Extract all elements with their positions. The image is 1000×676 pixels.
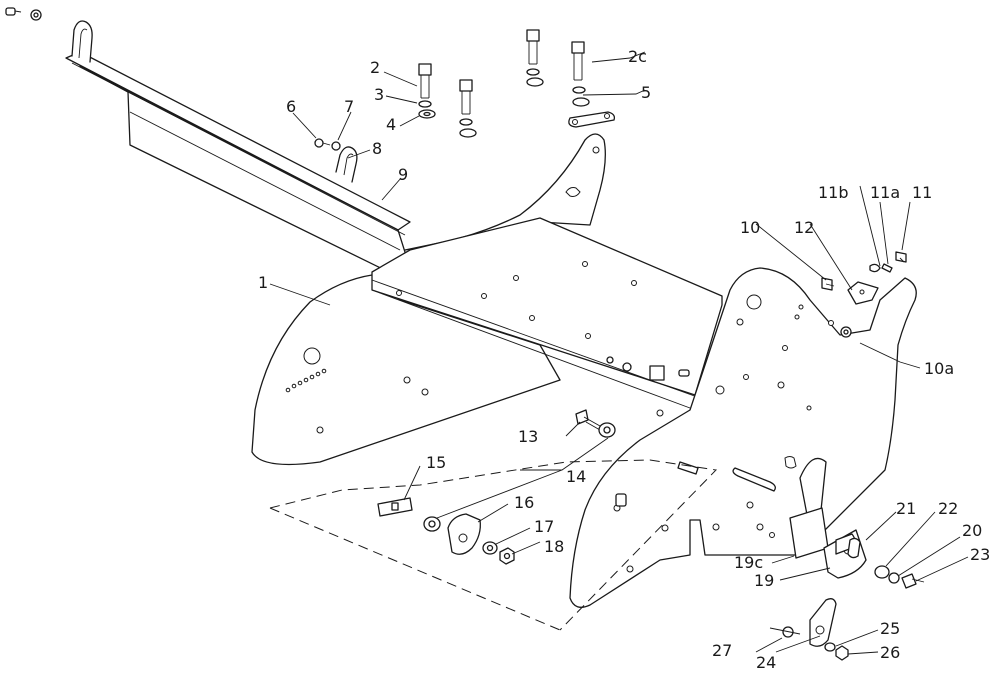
washer-25: [824, 642, 836, 652]
callout-8: 8: [372, 139, 382, 158]
callout-18: 18: [544, 537, 564, 556]
callout-12: 12: [794, 218, 814, 237]
callout-11b: 11b: [818, 183, 849, 202]
callout-26: 26: [880, 643, 900, 662]
bolt-10: [821, 277, 835, 291]
washer-14a: [598, 422, 616, 438]
rear-upright-plate: [404, 133, 606, 251]
washer-14b: [423, 516, 441, 532]
callout-11a: 11a: [870, 183, 900, 202]
spring-21: [847, 537, 861, 559]
bolt-23: [901, 573, 925, 589]
link-5: [568, 111, 616, 128]
bolt-2c: [571, 41, 590, 107]
nut-10a: [840, 326, 852, 338]
bolt-11: [895, 251, 907, 263]
bolt-middle: [459, 79, 477, 138]
washer-17: [482, 541, 498, 555]
callout-4: 4: [386, 115, 396, 134]
callout-19c: 19c: [734, 553, 763, 572]
callout-17: 17: [534, 517, 554, 536]
washer-3: [418, 100, 432, 108]
upper-guard: [65, 20, 411, 281]
nut-26: [835, 645, 849, 661]
callout-10: 10: [740, 218, 760, 237]
callout-6: 6: [286, 97, 296, 116]
leader-lines: [269, 51, 969, 655]
callout-13: 13: [518, 427, 538, 446]
latch-19: [823, 529, 867, 579]
callout-11: 11: [912, 183, 932, 202]
callout-16: 16: [514, 493, 534, 512]
callout-15: 15: [426, 453, 446, 472]
screw-6: [314, 138, 331, 148]
washer-4: [418, 109, 436, 119]
callout-2: 2: [370, 58, 380, 77]
callout-1: 1: [258, 273, 268, 292]
callout-25: 25: [880, 619, 900, 638]
callout-23: 23: [970, 545, 990, 564]
washer-7: [331, 141, 341, 151]
callout-14: 14: [566, 467, 586, 486]
callout-21: 21: [896, 499, 916, 518]
spring-27: [769, 626, 801, 638]
callout-9: 9: [398, 165, 408, 184]
callout-27: 27: [712, 641, 732, 660]
pin-11a: [881, 263, 893, 273]
bolt-13: [575, 409, 601, 431]
main-deck: [371, 217, 723, 417]
nut-18: [499, 547, 515, 565]
callout-20: 20: [962, 521, 982, 540]
callout-10a: 10a: [924, 359, 954, 378]
handle-8: [335, 146, 358, 183]
floor-outline: [269, 459, 718, 631]
loose-bolt: [5, 7, 22, 16]
bracket-12: [847, 281, 879, 305]
knob-16: [447, 513, 481, 555]
callout-5: 5: [641, 83, 651, 102]
washer-20: [888, 572, 900, 584]
clip-11b: [869, 263, 881, 273]
callout-19: 19: [754, 571, 774, 590]
callout-labels: 1 2 2c 3 4 5 6 7 8 9 10 10a 11 11a 11b 1…: [258, 47, 990, 672]
lever-24: [809, 598, 837, 647]
bolt-top: [526, 29, 544, 87]
right-side-plate: [569, 267, 917, 608]
washer-22: [874, 565, 890, 579]
callout-24: 24: [756, 653, 776, 672]
loose-washer: [30, 9, 42, 21]
callout-22: 22: [938, 499, 958, 518]
callout-3: 3: [374, 85, 384, 104]
callout-2c: 2c: [628, 47, 647, 66]
left-side-plate: [251, 274, 561, 466]
clip-15: [377, 497, 413, 517]
callout-7: 7: [344, 97, 354, 116]
bolt-2: [418, 63, 432, 99]
